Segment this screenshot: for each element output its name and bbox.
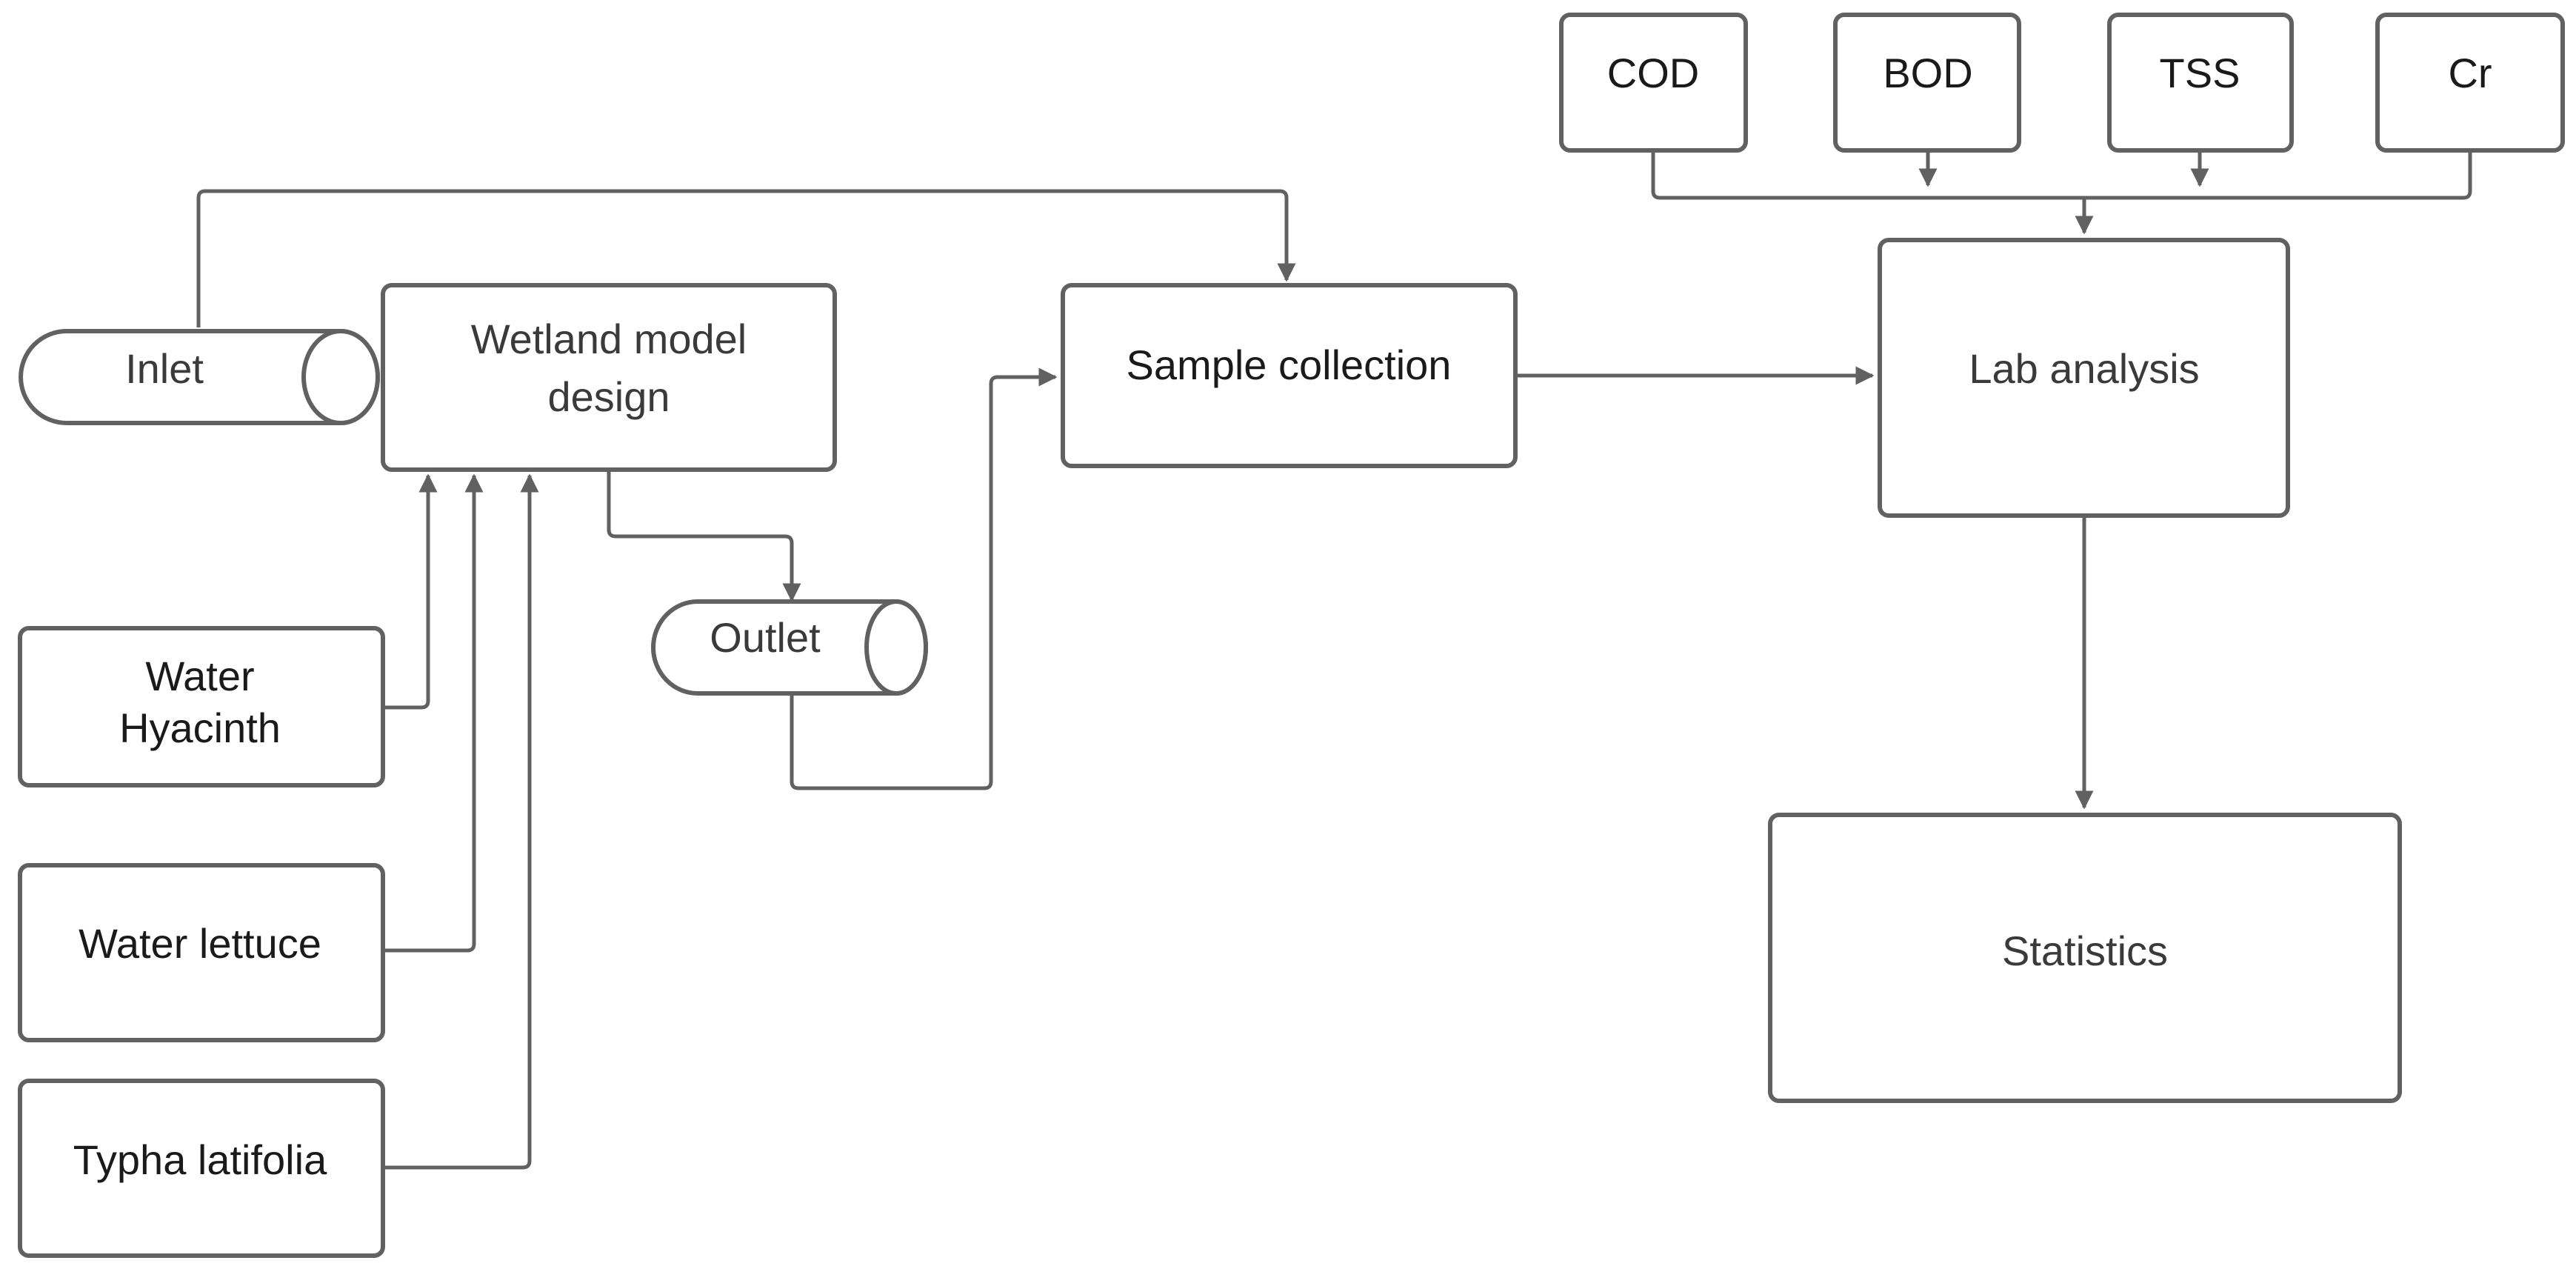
bod-node: BOD bbox=[1833, 13, 2021, 153]
cr-node: Cr bbox=[2375, 13, 2565, 153]
inlet-pipe-end bbox=[301, 329, 380, 425]
wetland-model-design-box bbox=[381, 283, 837, 472]
edge-water-lettuce-to-wetland bbox=[383, 473, 484, 953]
bod-box bbox=[1833, 13, 2021, 153]
typha-latifolia-label: Typha latifolia bbox=[73, 1136, 327, 1183]
lab-analysis-node: Lab analysis bbox=[1878, 238, 2290, 518]
sample-collection-node: Sample collection bbox=[1061, 283, 1518, 468]
water-hyacinth-label-line1: Water bbox=[145, 653, 254, 699]
statistics-node: Statistics bbox=[1768, 813, 2402, 1103]
lab-analysis-box bbox=[1878, 238, 2290, 518]
statistics-box bbox=[1768, 813, 2402, 1103]
tss-label: TSS bbox=[2160, 50, 2240, 96]
water-lettuce-box bbox=[18, 863, 385, 1042]
cr-label: Cr bbox=[2448, 50, 2492, 96]
statistics-label: Statistics bbox=[2002, 927, 2168, 974]
bod-label: BOD bbox=[1883, 50, 1972, 96]
cod-box bbox=[1559, 13, 1748, 153]
outlet-label: Outlet bbox=[710, 614, 821, 661]
edge-cod-to-bus bbox=[1651, 150, 2472, 200]
sample-collection-label: Sample collection bbox=[1127, 342, 1452, 388]
water-hyacinth-label-line2: Hyacinth bbox=[119, 705, 281, 751]
edge-outlet-to-sample-collection bbox=[790, 367, 1058, 790]
tss-node: TSS bbox=[2107, 13, 2294, 153]
outlet-pipe-end bbox=[864, 599, 928, 696]
sample-collection-box bbox=[1061, 283, 1518, 468]
edge-wetland-to-outlet bbox=[607, 470, 801, 602]
lab-analysis-label: Lab analysis bbox=[1969, 345, 2199, 392]
edge-inlet-to-sample-collection bbox=[196, 189, 1296, 327]
tss-box bbox=[2107, 13, 2294, 153]
inlet-pipe: Inlet bbox=[19, 329, 380, 425]
wetland-model-design-label-line2: design bbox=[547, 373, 670, 420]
cod-label: COD bbox=[1607, 50, 1699, 96]
water-lettuce-label: Water lettuce bbox=[79, 920, 321, 967]
cr-box bbox=[2375, 13, 2565, 153]
edge-water-hyacinth-to-wetland bbox=[383, 473, 438, 710]
water-hyacinth-node: Water Hyacinth bbox=[18, 626, 385, 787]
water-hyacinth-box bbox=[18, 626, 385, 787]
water-lettuce-node: Water lettuce bbox=[18, 863, 385, 1042]
typha-latifolia-node: Typha latifolia bbox=[18, 1079, 385, 1258]
outlet-pipe: Outlet bbox=[651, 599, 928, 696]
edge-typha-latifolia-to-wetland bbox=[383, 473, 539, 1170]
wetland-model-design-label-line1: Wetland model bbox=[471, 316, 747, 362]
inlet-label: Inlet bbox=[125, 345, 204, 392]
wetland-model-design-node: Wetland model design bbox=[381, 283, 837, 472]
typha-latifolia-box bbox=[18, 1079, 385, 1258]
cod-node: COD bbox=[1559, 13, 1748, 153]
